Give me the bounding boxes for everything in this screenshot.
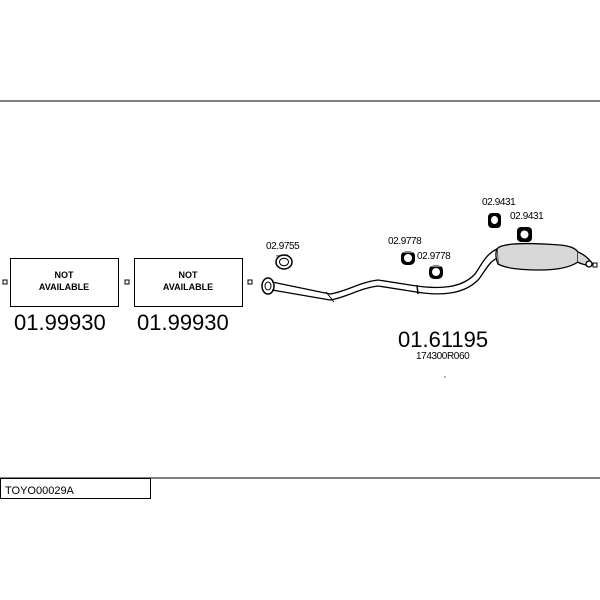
hanger-label: 02.9778 (388, 236, 422, 247)
silencer-icon (495, 242, 593, 271)
rubber-hanger-icon (429, 265, 443, 279)
connector-marker (247, 279, 253, 285)
connector-marker (592, 262, 598, 268)
oem-number: 174300R060 (416, 351, 470, 362)
connector-marker (124, 279, 130, 285)
rubber-hanger-icon (401, 251, 415, 265)
part-number: 01.99930 (14, 310, 106, 335)
rubber-hanger-icon (517, 227, 532, 242)
clamp-label: 02.9755 (266, 241, 300, 252)
not-available-box (10, 258, 119, 307)
exhaust-pipe (271, 248, 501, 303)
pipe-flange-icon (261, 277, 275, 295)
connector-marker (2, 279, 8, 285)
not-available-box (134, 258, 243, 307)
not-available-line1: NOT (179, 270, 199, 280)
not-available-line1: NOT (55, 270, 75, 280)
part-number: 01.99930 (137, 310, 229, 335)
not-available-line2: AVAILABLE (39, 282, 89, 292)
rubber-hanger-icon (488, 213, 501, 228)
diagram-code: TOYO00029A (5, 485, 75, 497)
diagram-code-box (0, 478, 151, 499)
main-part-number: 01.61195 (398, 327, 488, 352)
hanger-label: 02.9431 (482, 197, 516, 208)
clamp-ring-icon (275, 254, 293, 270)
hanger-label: 02.9431 (510, 211, 544, 222)
dot-mark (444, 376, 446, 378)
not-available-line2: AVAILABLE (163, 282, 213, 292)
hanger-label: 02.9778 (417, 251, 451, 262)
